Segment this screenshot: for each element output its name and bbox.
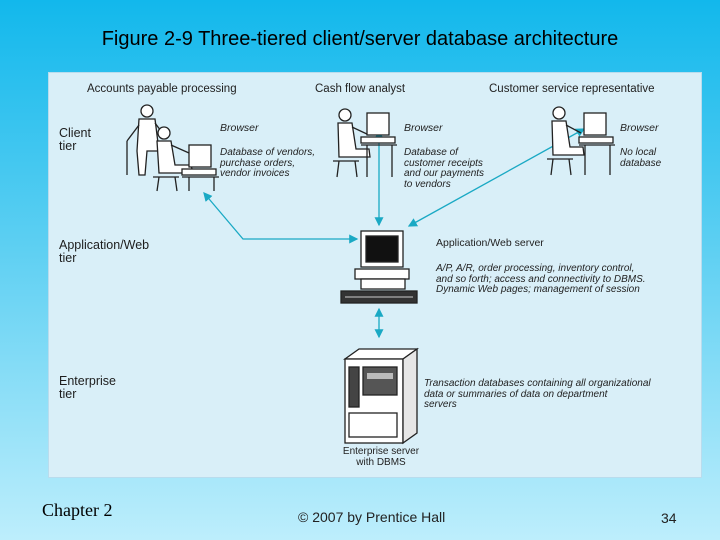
connector-accounts-payable [203,192,359,244]
client-note-accounts-payable: Database of vendors, purchase orders, ve… [220,147,316,179]
tier-label-application: Application/Web tier [59,238,150,266]
browser-label: Browser [404,122,443,134]
computer-icon [181,144,219,191]
page-number: 34 [661,510,677,526]
enterprise-server-icon [342,347,420,445]
client-note-customer-service: No local database [620,147,662,169]
computer-icon [578,112,615,175]
seated-person-icon [153,126,194,192]
app-server-description: A/P, A/R, order processing, inventory co… [436,263,646,295]
architecture-figure: Accounts payable processing Cash flow an… [48,72,702,478]
seated-person-icon [547,106,585,176]
browser-label: Browser [220,122,259,134]
enterprise-description: Transaction databases containing all org… [424,378,651,410]
header-accounts-payable: Accounts payable processing [87,83,237,95]
footer-copyright: © 2007 by Prentice Hall [298,509,446,525]
footer-chapter: Chapter 2 [42,500,113,520]
computer-icon [360,112,397,177]
tier-label-client: Client tier [59,126,91,154]
tier-label-enterprise: Enterprise tier [59,374,116,402]
seated-person-icon [333,108,371,178]
header-cash-flow: Cash flow analyst [315,83,406,95]
enterprise-server-label: Enterprise server with DBMS [342,446,420,468]
slide-title: Figure 2-9 Three-tiered client/server da… [101,28,619,50]
client-note-cash-flow: Database of customer receipts and our pa… [404,147,485,190]
header-customer-service: Customer service representative [489,83,655,95]
browser-label: Browser [620,122,659,134]
app-server-icon [340,230,418,304]
app-server-label: Application/Web server [436,237,544,249]
architecture-drawing [126,104,615,445]
